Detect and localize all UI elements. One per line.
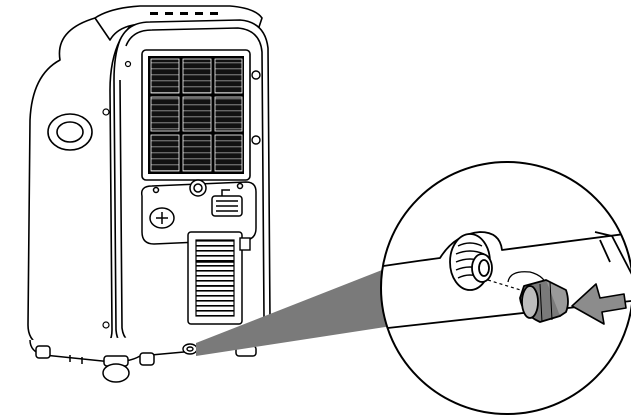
lower-filter-grille bbox=[187, 231, 251, 325]
exhaust-panel bbox=[140, 179, 257, 245]
push-arrow-icon bbox=[571, 283, 627, 325]
caster-wheel bbox=[35, 345, 51, 359]
callout-magnifier bbox=[380, 161, 631, 415]
caster-wheel bbox=[102, 355, 130, 383]
panel-screws bbox=[102, 60, 132, 329]
callout-leader bbox=[196, 270, 392, 356]
caster-wheel bbox=[139, 352, 155, 366]
drain-plug-cap-icon bbox=[519, 279, 569, 323]
upper-filter-grid bbox=[141, 49, 261, 181]
exhaust-louver bbox=[211, 189, 243, 217]
drain-outlet bbox=[182, 343, 198, 355]
drain-nozzle bbox=[449, 233, 493, 291]
